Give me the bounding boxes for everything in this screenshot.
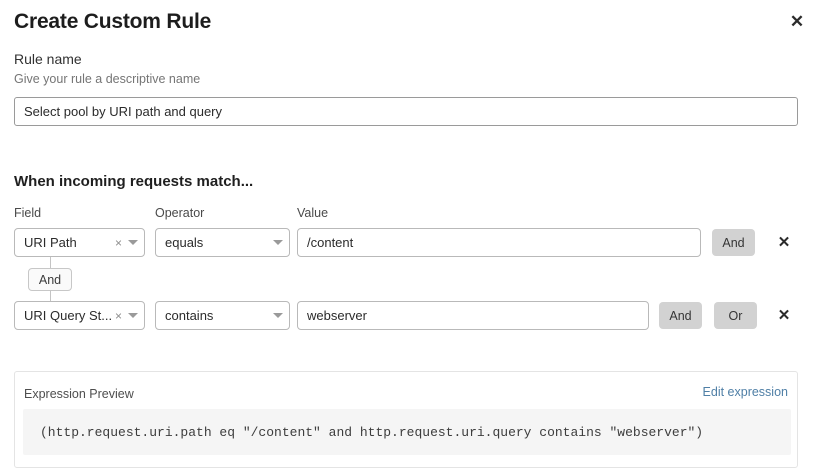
value-input-row-1[interactable]	[297, 228, 701, 257]
operator-select-value-row-2: contains	[165, 308, 214, 323]
rule-name-label: Rule name	[14, 51, 82, 67]
expression-preview-label: Expression Preview	[24, 387, 134, 401]
clear-icon[interactable]: ×	[114, 308, 122, 323]
chevron-down-icon[interactable]	[271, 313, 289, 318]
chevron-down-icon[interactable]	[126, 240, 144, 245]
field-select-row-1[interactable]: URI Path ×	[14, 228, 145, 257]
group-connector-and-badge[interactable]: And	[28, 268, 72, 291]
edit-expression-link[interactable]: Edit expression	[702, 385, 788, 399]
rule-name-help-text: Give your rule a descriptive name	[14, 72, 201, 86]
operator-select-row-2[interactable]: contains	[155, 301, 290, 330]
clear-icon[interactable]: ×	[114, 235, 122, 250]
value-input-row-2[interactable]	[297, 301, 649, 330]
operator-select-value-row-1: equals	[165, 235, 204, 250]
rule-name-section: Rule name Give your rule a descriptive n…	[14, 50, 798, 126]
chevron-down-icon[interactable]	[126, 313, 144, 318]
field-select-value-row-1: URI Path	[24, 235, 77, 250]
expression-preview-header: Expression Preview Edit expression	[24, 385, 788, 403]
and-button-row-1[interactable]: And	[712, 229, 755, 256]
page-title: Create Custom Rule	[14, 10, 212, 33]
close-icon[interactable]: ✕	[786, 10, 808, 32]
and-button-row-2[interactable]: And	[659, 302, 702, 329]
column-label-field: Field	[14, 206, 42, 220]
connector-line-bottom	[50, 290, 51, 301]
expression-preview-panel: Expression Preview Edit expression (http…	[14, 371, 798, 468]
column-label-operator: Operator	[155, 206, 205, 220]
rule-name-input[interactable]	[14, 97, 798, 126]
condition-column-labels: Field Operator Value	[14, 206, 798, 222]
column-label-value: Value	[297, 206, 329, 220]
field-select-row-2[interactable]: URI Query St... ×	[14, 301, 145, 330]
delete-row-icon-row-2[interactable]: ✕	[774, 305, 794, 325]
match-section-heading: When incoming requests match...	[14, 173, 254, 190]
field-select-value-row-2: URI Query St...	[24, 308, 111, 323]
connector-line-top	[50, 257, 51, 269]
dialog-header: Create Custom Rule ✕	[14, 8, 806, 38]
delete-row-icon-row-1[interactable]: ✕	[774, 232, 794, 252]
or-button-row-2[interactable]: Or	[714, 302, 757, 329]
chevron-down-icon[interactable]	[271, 240, 289, 245]
expression-preview-code: (http.request.uri.path eq "/content" and…	[23, 409, 791, 455]
operator-select-row-1[interactable]: equals	[155, 228, 290, 257]
